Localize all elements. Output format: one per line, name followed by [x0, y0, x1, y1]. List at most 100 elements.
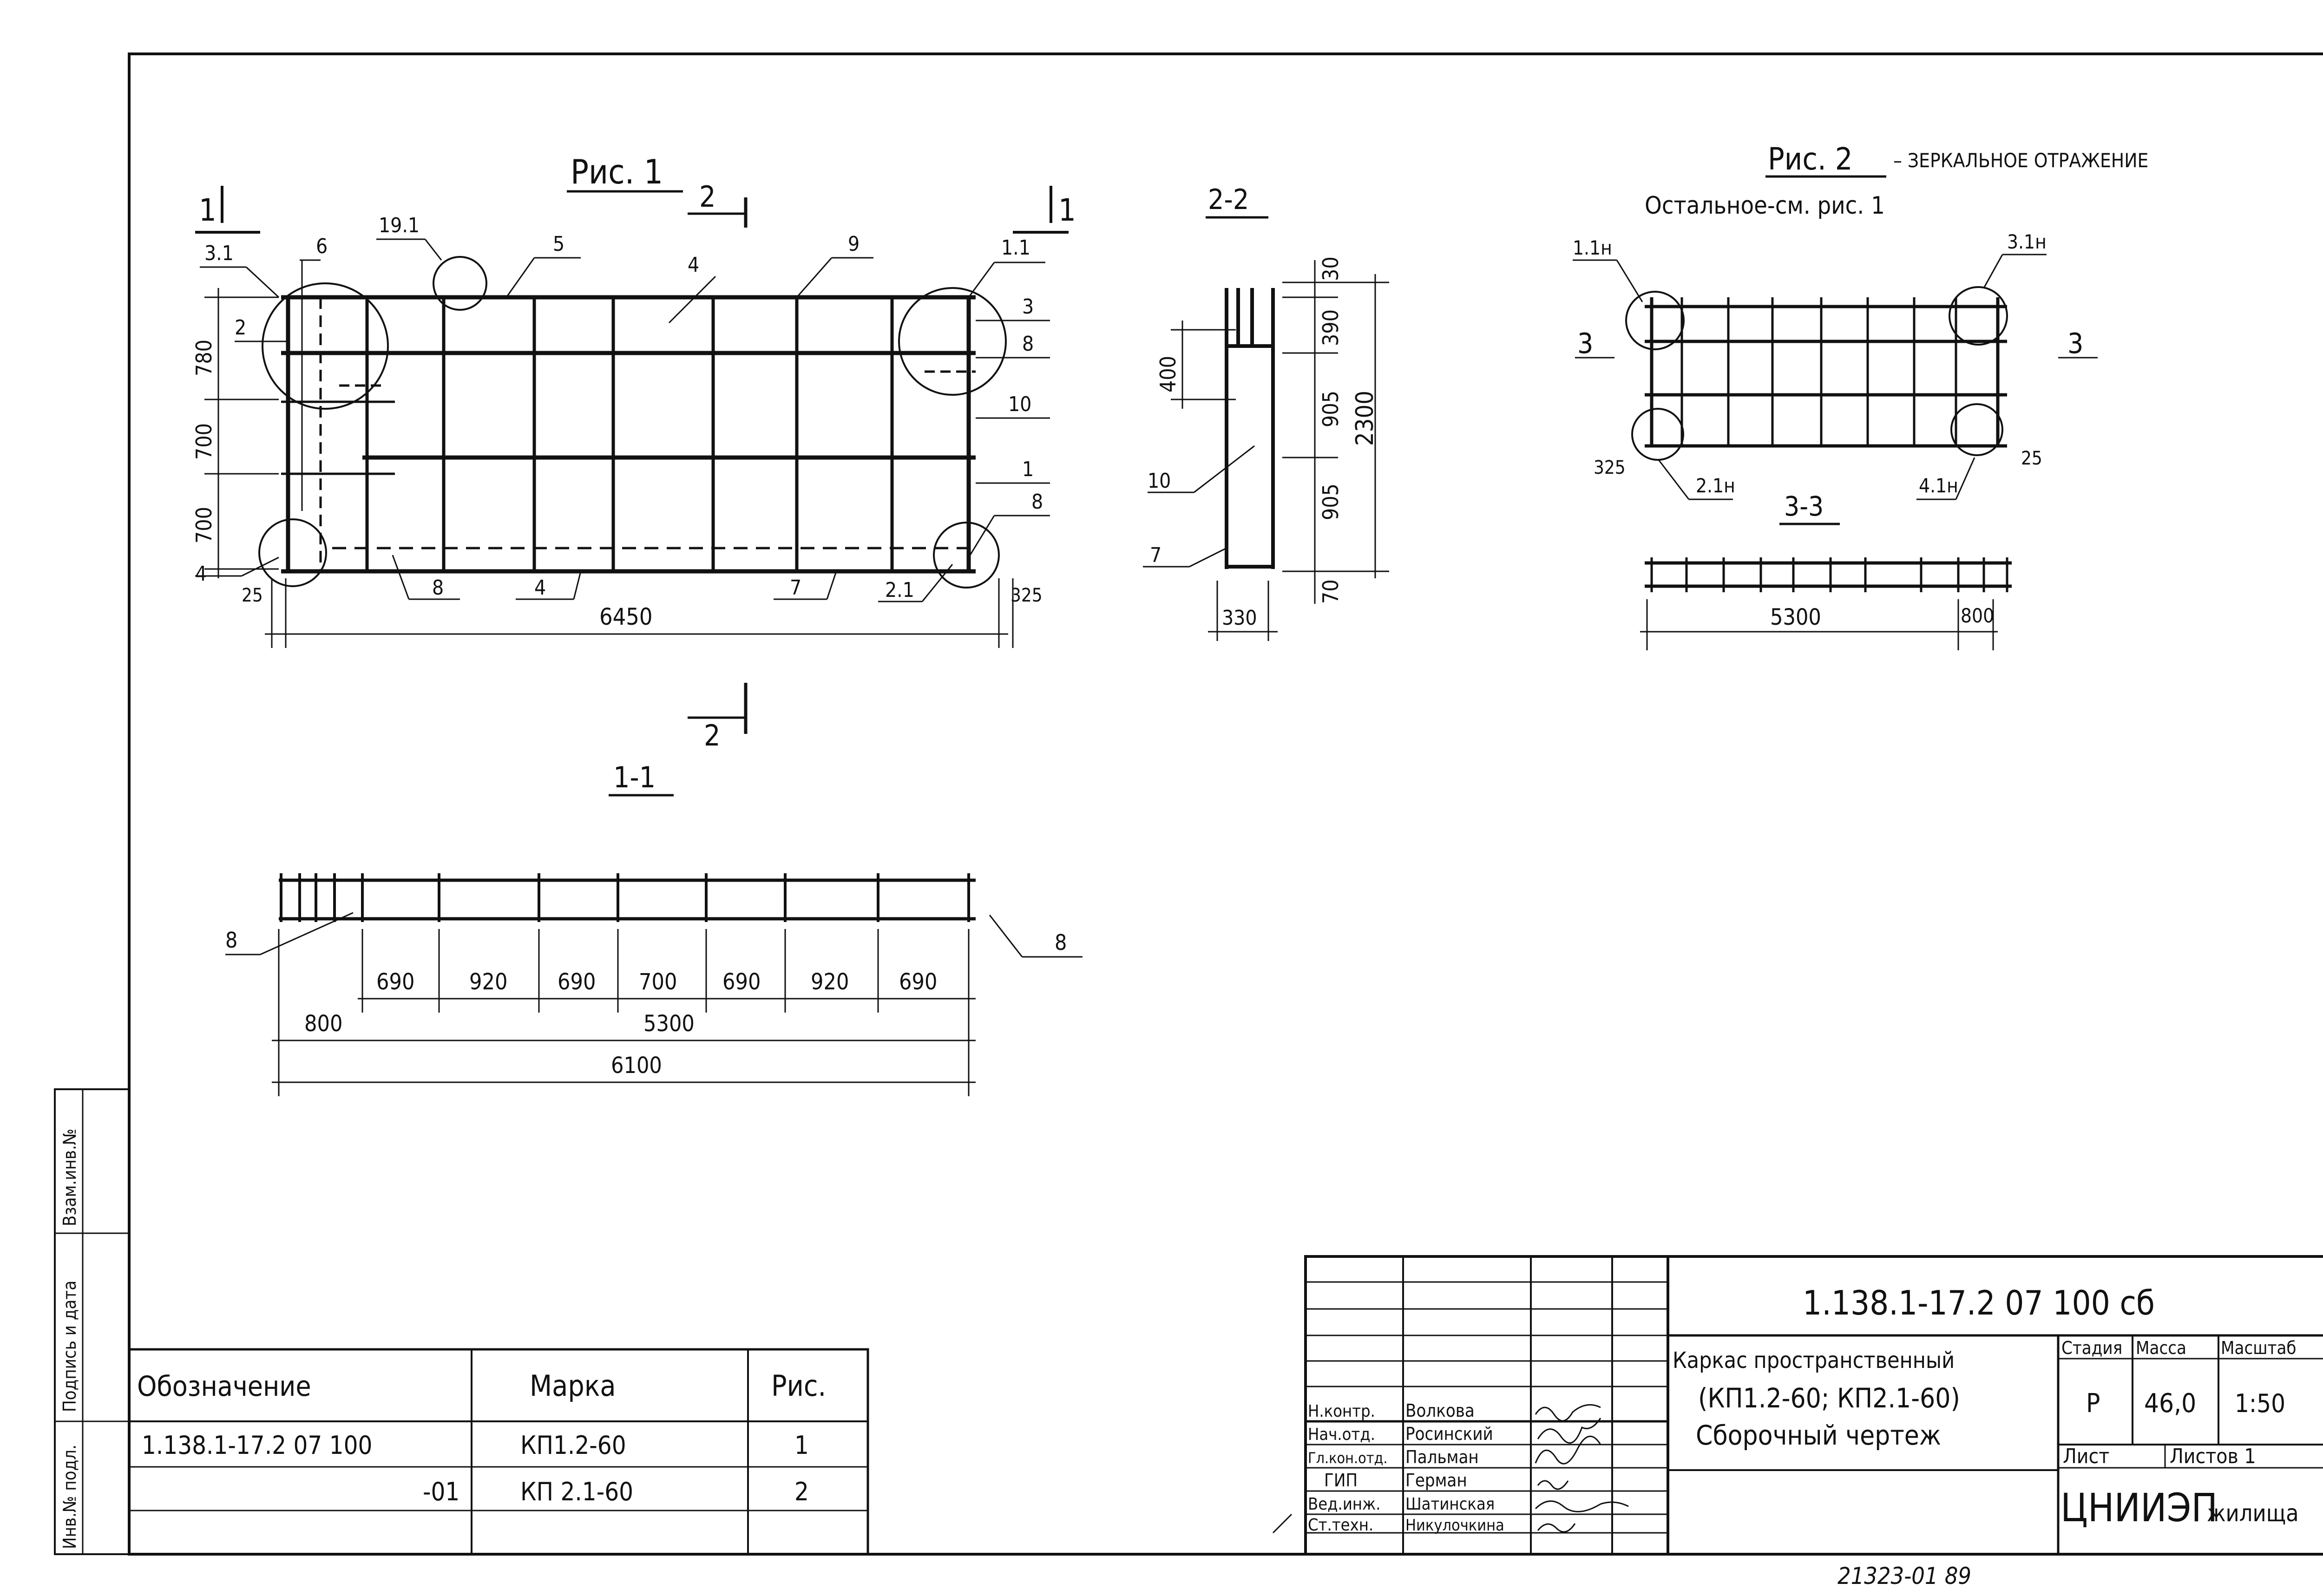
role-name-4: Шатинская: [1405, 1495, 1495, 1514]
title-stage-label: Стадия: [2061, 1338, 2122, 1358]
fig1-callout-1: 1: [1022, 458, 1034, 481]
fig1-callout-19-1: 19.1: [379, 214, 420, 237]
sec33-dim-5300: 5300: [1770, 604, 1821, 630]
fig1-callout-8-top: 8: [1022, 332, 1034, 356]
sec33: 3-3 5300 800: [1640, 491, 2012, 650]
spec-row2-designation: -01: [423, 1477, 459, 1506]
fig1-detail-1-1: [898, 287, 1007, 396]
spec-header-mark: Марка: [530, 1369, 616, 1403]
role-3: ГИП: [1324, 1470, 1358, 1491]
title-name-3: Сборочный чертеж: [1696, 1419, 1941, 1451]
role-5: Ст.техн.: [1308, 1516, 1373, 1535]
title-stage: Р: [2086, 1388, 2100, 1419]
fig2-mark-left: 3: [1577, 327, 1593, 360]
sec11-dim-5300: 5300: [643, 1011, 695, 1037]
fig1-callout-4-top: 4: [688, 253, 699, 277]
title-mass: 46,0: [2144, 1388, 2196, 1419]
fig1-dim-700a: 700: [191, 423, 217, 460]
sec22: 2-2 30 390 905: [1143, 183, 1389, 641]
fig1-dim-6450: 6450: [599, 603, 652, 630]
sec22-dim-330: 330: [1222, 606, 1257, 630]
fig1-callout-10: 10: [1008, 392, 1031, 416]
title-sheet-label: Лист: [2063, 1445, 2109, 1468]
side-stamp: Инв.№ подл. Подпись и дата Взам.инв.№: [54, 1088, 130, 1555]
spec-header-designation: Обозначение: [137, 1370, 311, 1403]
signatures: [1272, 1404, 1629, 1534]
role-0: Н.контр.: [1308, 1402, 1375, 1421]
fig2-mark-right: 3: [2067, 327, 2083, 360]
fig1-detail-4: [258, 518, 327, 587]
title-org-suffix: жилища: [2207, 1500, 2299, 1527]
sheet-frame: [128, 52, 2323, 1556]
sec11-spacing-0: 690: [376, 969, 414, 995]
role-1: Нач.отд.: [1308, 1425, 1375, 1444]
fig1-mark-top: 2: [699, 180, 715, 214]
fig1-dim-700b: 700: [191, 507, 217, 543]
title-name-2: (КП1.2-60; КП2.1-60): [1698, 1382, 1960, 1414]
sec11-spacing-5: 920: [811, 969, 849, 995]
fig1-detail-2-1: [933, 522, 1000, 589]
sec11-spacing-4: 690: [722, 969, 761, 995]
fig1-mark-left: 1: [199, 192, 217, 228]
fig1-callout-3: 3: [1022, 295, 1034, 319]
spec-table: Обозначение Марка Рис. 1.138.1-17.2 07 1…: [128, 1348, 869, 1556]
spec-row2-fig: 2: [794, 1477, 809, 1506]
fig1-title: Рис. 1: [571, 152, 663, 191]
sec22-dim-400: 400: [1155, 356, 1181, 392]
role-name-2: Пальман: [1405, 1447, 1479, 1467]
sec11-spacing-3: 700: [639, 969, 677, 995]
fig1-callout-3-1: 3.1: [204, 242, 234, 265]
sheet-outer-border: [129, 53, 2323, 1555]
fig1-callout-4-left: 4: [195, 562, 207, 586]
fig2-callout-4-1n: 4.1н: [1919, 474, 1958, 497]
fig1-callout-6: 6: [316, 235, 328, 258]
fig2-callout-1-1n: 1.1н: [1573, 236, 1612, 259]
sec22-dim-70: 70: [1318, 579, 1343, 604]
role-name-1: Росинский: [1405, 1424, 1493, 1444]
sec11-spacing-6: 690: [899, 969, 937, 995]
title-name-1: Каркас пространственный: [1673, 1347, 1955, 1374]
sec22-dim-30: 30: [1318, 256, 1343, 281]
fig1-detail-3-1: [262, 282, 389, 410]
spec-row2-mark: КП 2.1-60: [520, 1477, 633, 1506]
sec11-title: 1-1: [613, 760, 656, 794]
fig1-callout-9: 9: [848, 232, 860, 256]
fig1-callout-7: 7: [790, 576, 801, 600]
sec22-title: 2-2: [1208, 183, 1249, 216]
fig1-mark-bottom: 2: [704, 719, 720, 752]
role-name-3: Герман: [1405, 1470, 1467, 1491]
fig2: Рис. 2 – ЗЕРКАЛЬНОЕ ОТРАЖЕНИЕ Остальное-…: [1573, 141, 2148, 500]
fig1-mark-right: 1: [1058, 192, 1076, 228]
side-stamp-inv: Инв.№ подл.: [59, 1445, 80, 1549]
fig1-callout-5: 5: [553, 232, 564, 256]
spec-row1-fig: 1: [794, 1431, 809, 1460]
role-4: Вед.инж.: [1308, 1495, 1381, 1514]
sec11-spacing-2: 690: [558, 969, 596, 995]
sec22-dim-2300: 2300: [1351, 391, 1379, 446]
fig1-callout-8-right: 8: [1031, 490, 1043, 514]
fig1-callout-2-1: 2.1: [885, 578, 914, 602]
title-block: 1.138.1-17.2 07 100 сб Каркас пространст…: [1272, 1255, 2323, 1556]
sec11: 1-1: [225, 760, 1083, 1096]
sec22-dim-905a: 905: [1318, 391, 1343, 427]
spec-row1-mark: КП1.2-60: [520, 1431, 626, 1460]
title-code: 1.138.1-17.2 07 100 сб: [1803, 1283, 2155, 1322]
title-scale-label: Масштаб: [2221, 1338, 2296, 1358]
sec11-callout-8-left: 8: [225, 928, 237, 953]
title-sheets-label: Листов 1: [2170, 1445, 2256, 1468]
title-mass-label: Масса: [2136, 1338, 2186, 1358]
sec22-dim-905b: 905: [1318, 484, 1343, 520]
fig2-note: Остальное-см. рис. 1: [1645, 192, 1885, 220]
role-name-0: Волкова: [1405, 1400, 1475, 1421]
title-scale: 1:50: [2235, 1389, 2285, 1418]
fig1-dim-25: 25: [242, 585, 263, 606]
sec33-dim-800: 800: [1961, 604, 1994, 627]
sec33-title: 3-3: [1784, 491, 1824, 522]
fig2-subtitle: – ЗЕРКАЛЬНОЕ ОТРАЖЕНИЕ: [1893, 149, 2148, 172]
fig1-detail-19-1: [433, 256, 487, 311]
fig2-dim-325: 325: [1594, 457, 1626, 478]
spec-row1-designation: 1.138.1-17.2 07 100: [142, 1431, 372, 1460]
footer-number: 21323-01 89: [1837, 1563, 1971, 1589]
fig1-callout-1-1: 1.1: [1001, 236, 1030, 260]
